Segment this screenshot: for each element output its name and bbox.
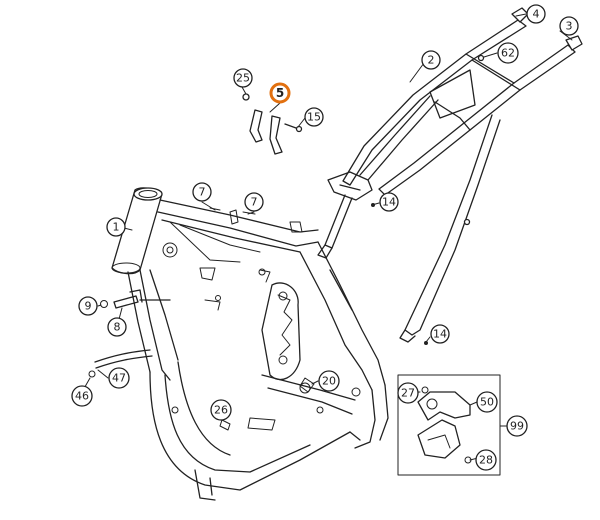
callout-7b: 7 [244, 192, 264, 212]
callout-28-label: 28 [479, 454, 493, 467]
callout-15-label: 15 [307, 111, 321, 124]
callout-5: 5 [269, 82, 291, 104]
callout-14b-label: 14 [433, 328, 447, 341]
callout-1: 1 [106, 217, 126, 237]
callout-46: 46 [71, 385, 93, 407]
callout-99-label: 99 [510, 420, 524, 433]
callout-7b-label: 7 [251, 196, 258, 209]
bracket-set [242, 93, 303, 155]
callout-7a-label: 7 [199, 186, 206, 199]
callout-47: 47 [108, 367, 130, 389]
callout-25-label: 25 [236, 72, 250, 85]
callout-8: 8 [107, 317, 127, 337]
main-frame [111, 187, 389, 501]
small-parts-left [88, 207, 315, 431]
inset-side-stand [397, 374, 501, 476]
callout-3-label: 3 [566, 20, 573, 33]
callout-layer: 4 3 2 62 25 5 15 7 [71, 4, 579, 471]
callout-28: 28 [475, 449, 497, 471]
callout-62-label: 62 [501, 47, 515, 60]
callout-5-label: 5 [276, 86, 284, 100]
callout-14b: 14 [430, 324, 450, 344]
callout-25: 25 [233, 68, 253, 88]
callout-27-label: 27 [401, 387, 415, 400]
callout-2: 2 [421, 50, 441, 70]
callout-8-label: 8 [114, 321, 121, 334]
callout-14a-label: 14 [382, 196, 396, 209]
callout-14a: 14 [379, 192, 399, 212]
callout-62: 62 [497, 42, 519, 64]
callout-20-label: 20 [322, 375, 336, 388]
callout-26: 26 [210, 399, 232, 421]
callout-4-label: 4 [533, 8, 540, 21]
callout-15: 15 [304, 107, 324, 127]
callout-20: 20 [318, 370, 340, 392]
callout-7a: 7 [192, 182, 212, 202]
callout-9: 9 [78, 296, 98, 316]
callout-4: 4 [526, 4, 546, 24]
subframe [317, 7, 583, 345]
callout-2-label: 2 [428, 54, 435, 67]
callout-46-label: 46 [75, 390, 89, 403]
callout-9-label: 9 [85, 300, 92, 313]
callout-27: 27 [397, 382, 419, 404]
callout-99: 99 [506, 415, 528, 437]
callout-50-label: 50 [480, 396, 494, 409]
callout-47-label: 47 [112, 372, 126, 385]
callout-50: 50 [476, 391, 498, 413]
callout-3: 3 [559, 16, 579, 36]
callout-1-label: 1 [113, 221, 120, 234]
callout-26-label: 26 [214, 404, 228, 417]
